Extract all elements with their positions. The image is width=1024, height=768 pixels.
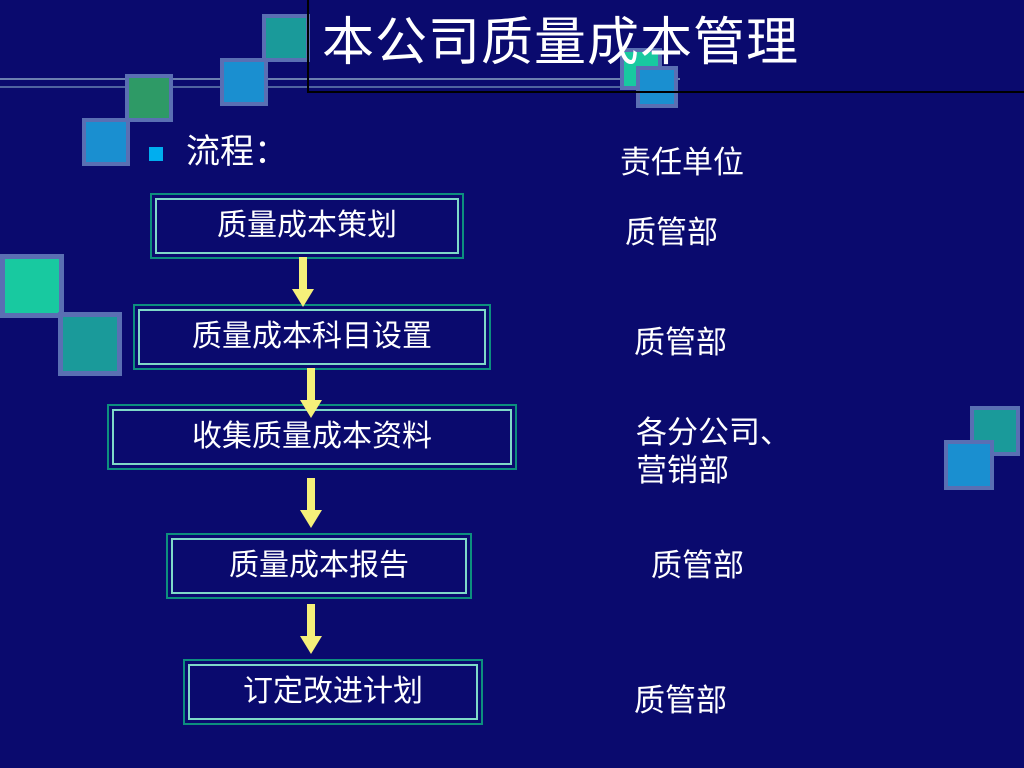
- decor-square: [636, 66, 678, 108]
- flow-arrow: [300, 478, 322, 528]
- decor-square: [125, 74, 173, 122]
- dept-label-4: 质管部: [651, 548, 744, 584]
- decor-square: [220, 58, 268, 106]
- decor-square: [58, 312, 122, 376]
- flow-step-4: 质量成本报告: [166, 533, 472, 599]
- dept-label-3-line-1: 各分公司、: [636, 415, 791, 451]
- decor-line-2: [0, 86, 660, 88]
- bullet-marker: [149, 147, 163, 161]
- page-title: 本公司质量成本管理: [322, 13, 800, 73]
- flow-step-5: 订定改进计划: [183, 659, 483, 725]
- decor-square: [0, 254, 64, 318]
- dept-label-2: 质管部: [634, 325, 727, 361]
- dept-label-3-line-2: 营销部: [636, 453, 729, 489]
- flow-arrow: [292, 257, 314, 307]
- flow-arrow: [300, 604, 322, 654]
- dept-label-5: 质管部: [634, 683, 727, 719]
- decor-square: [944, 440, 994, 490]
- bullet-text: 流程：: [186, 132, 288, 172]
- flow-step-2: 质量成本科目设置: [133, 304, 491, 370]
- title-frame: [307, 0, 1024, 93]
- dept-label-1: 质管部: [625, 215, 718, 251]
- decor-line-1: [0, 78, 680, 80]
- decor-square: [82, 118, 130, 166]
- flow-step-1: 质量成本策划: [150, 193, 464, 259]
- decor-square: [262, 14, 310, 62]
- column-header: 责任单位: [620, 145, 744, 181]
- flow-arrow: [300, 368, 322, 418]
